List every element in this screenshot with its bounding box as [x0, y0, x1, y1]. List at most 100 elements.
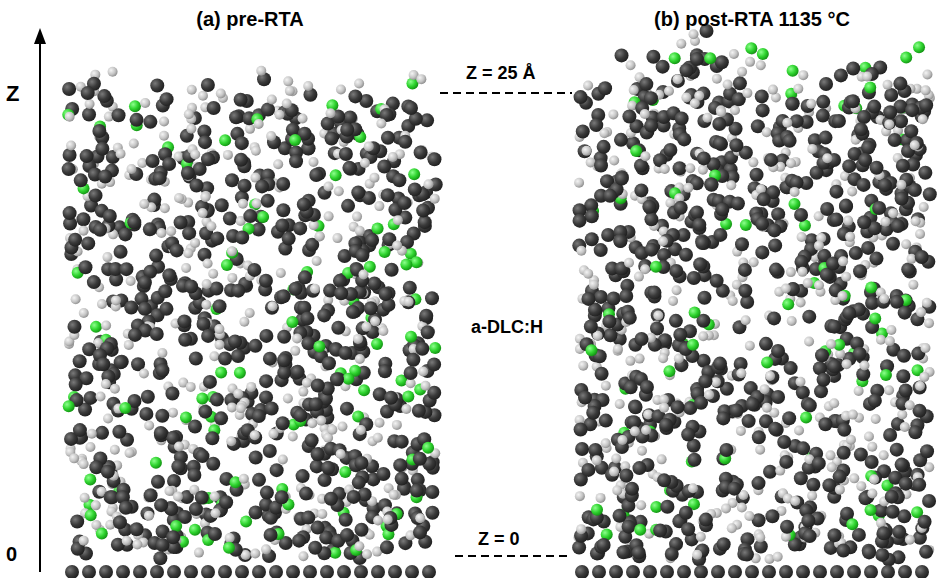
atom [261, 102, 275, 116]
atom [289, 154, 303, 168]
atom [269, 565, 283, 578]
atom [139, 199, 149, 209]
atom [233, 389, 243, 399]
atom [730, 404, 744, 418]
atom [847, 187, 857, 197]
atom [219, 134, 231, 146]
atom [317, 308, 331, 322]
atom [201, 300, 211, 310]
atom [424, 179, 434, 189]
atom [393, 458, 407, 472]
atom [143, 115, 157, 129]
atom [227, 273, 237, 283]
atom [299, 487, 313, 501]
atom [749, 168, 763, 182]
atom [141, 390, 155, 404]
atom [288, 432, 298, 442]
atom [160, 92, 174, 106]
atom [96, 528, 108, 540]
atom [829, 398, 839, 408]
atom [298, 551, 308, 561]
atom [923, 187, 937, 201]
atom [189, 524, 201, 536]
atom [263, 444, 277, 458]
atom [290, 346, 300, 356]
atom [139, 407, 153, 421]
atom [330, 372, 344, 386]
atom [84, 473, 96, 485]
atom [833, 470, 847, 484]
atom [275, 110, 285, 120]
atom [601, 381, 611, 391]
atom [102, 252, 112, 262]
atom [803, 278, 813, 288]
atom [905, 535, 915, 545]
atom [308, 541, 322, 555]
atom [201, 152, 215, 166]
atom [97, 89, 111, 103]
atom [315, 231, 325, 241]
atom [266, 131, 276, 141]
atom [119, 501, 133, 515]
atom [742, 88, 752, 98]
atom [129, 139, 139, 149]
atom [320, 565, 334, 578]
atom [157, 348, 167, 358]
atom [597, 140, 611, 154]
atom [804, 337, 814, 347]
atom [184, 565, 198, 578]
atom [875, 548, 889, 562]
atom [245, 124, 255, 134]
atom [183, 248, 193, 258]
atom [839, 200, 853, 214]
atom [742, 414, 756, 428]
atom [65, 565, 79, 578]
atom [256, 66, 266, 76]
atom [710, 274, 724, 288]
atom [247, 263, 261, 277]
atom [277, 353, 291, 367]
atom [309, 168, 323, 182]
atom [730, 105, 740, 115]
atom [782, 411, 796, 425]
atom [206, 221, 216, 231]
atom [150, 565, 164, 578]
atom [209, 351, 219, 361]
atom [292, 333, 302, 343]
atom [698, 165, 708, 175]
atom [154, 498, 168, 512]
atom [762, 127, 772, 137]
atom [679, 63, 693, 77]
atom [842, 306, 856, 320]
atom [116, 149, 126, 159]
atom [365, 233, 379, 247]
atom [103, 209, 117, 223]
atom-cloud-pre [62, 66, 443, 578]
atom [113, 515, 127, 529]
atom [201, 78, 215, 92]
atom [171, 460, 185, 474]
atom [908, 280, 918, 290]
atom [189, 352, 203, 366]
atom [342, 161, 356, 175]
atom [159, 302, 173, 316]
atom [828, 359, 842, 373]
atom [835, 485, 845, 495]
atom [68, 233, 82, 247]
atom [203, 259, 213, 269]
atom [210, 231, 224, 245]
atom [206, 457, 220, 471]
atom [96, 392, 106, 402]
atom [807, 491, 817, 501]
atom [327, 425, 337, 435]
atom [218, 352, 232, 366]
atom [371, 338, 383, 350]
atom [920, 343, 930, 353]
atom [901, 262, 915, 276]
atom [370, 316, 380, 326]
atom [376, 467, 390, 481]
atom [669, 314, 683, 328]
atom [806, 478, 820, 492]
atom [419, 309, 433, 323]
